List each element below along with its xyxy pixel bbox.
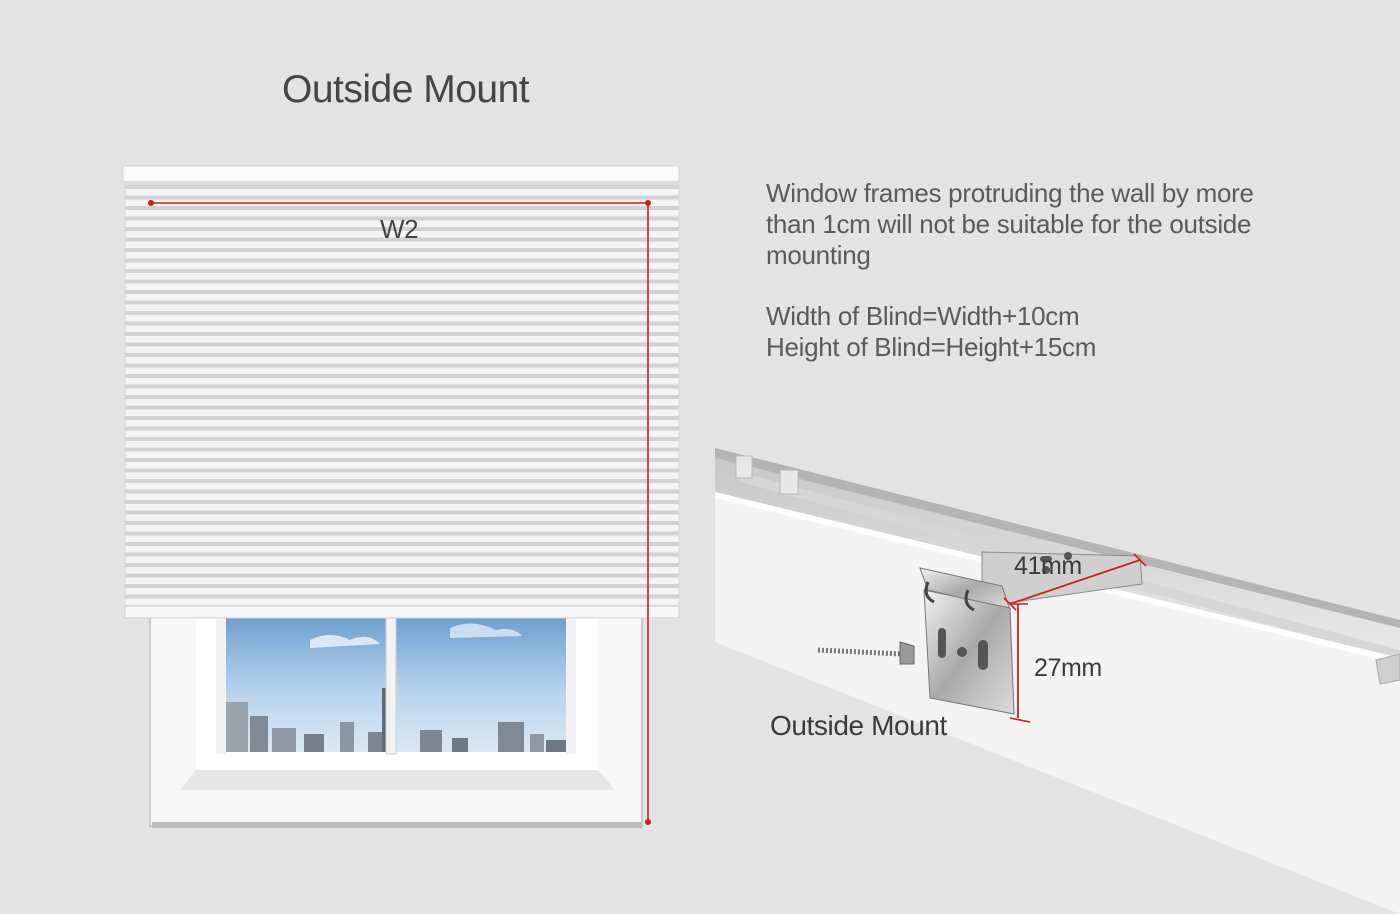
window-glass-cityscape [216, 615, 576, 755]
width-measure-label: W2 [380, 214, 419, 244]
bracket-caption: Outside Mount [770, 710, 947, 741]
note-line-3: mounting [766, 240, 871, 270]
bracket-height-label: 27mm [1034, 654, 1102, 682]
mounting-notes: Window frames protruding the wall by mor… [766, 178, 1326, 363]
note-line-2: than 1cm will not be suitable for the ou… [766, 209, 1252, 239]
mounting-bracket [919, 551, 1143, 715]
mounting-screw [817, 641, 915, 665]
height-formula: Height of Blind=Height+15cm [766, 332, 1097, 362]
bracket-width-label: 41mm [1014, 552, 1082, 580]
page-title: Outside Mount [282, 68, 530, 111]
bracket-dimension-lines [1003, 553, 1147, 723]
cellular-blind [122, 165, 680, 619]
note-line-1: Window frames protruding the wall by mor… [766, 178, 1254, 208]
measurement-lines [148, 200, 651, 825]
width-formula: Width of Blind=Width+10cm [766, 301, 1080, 331]
